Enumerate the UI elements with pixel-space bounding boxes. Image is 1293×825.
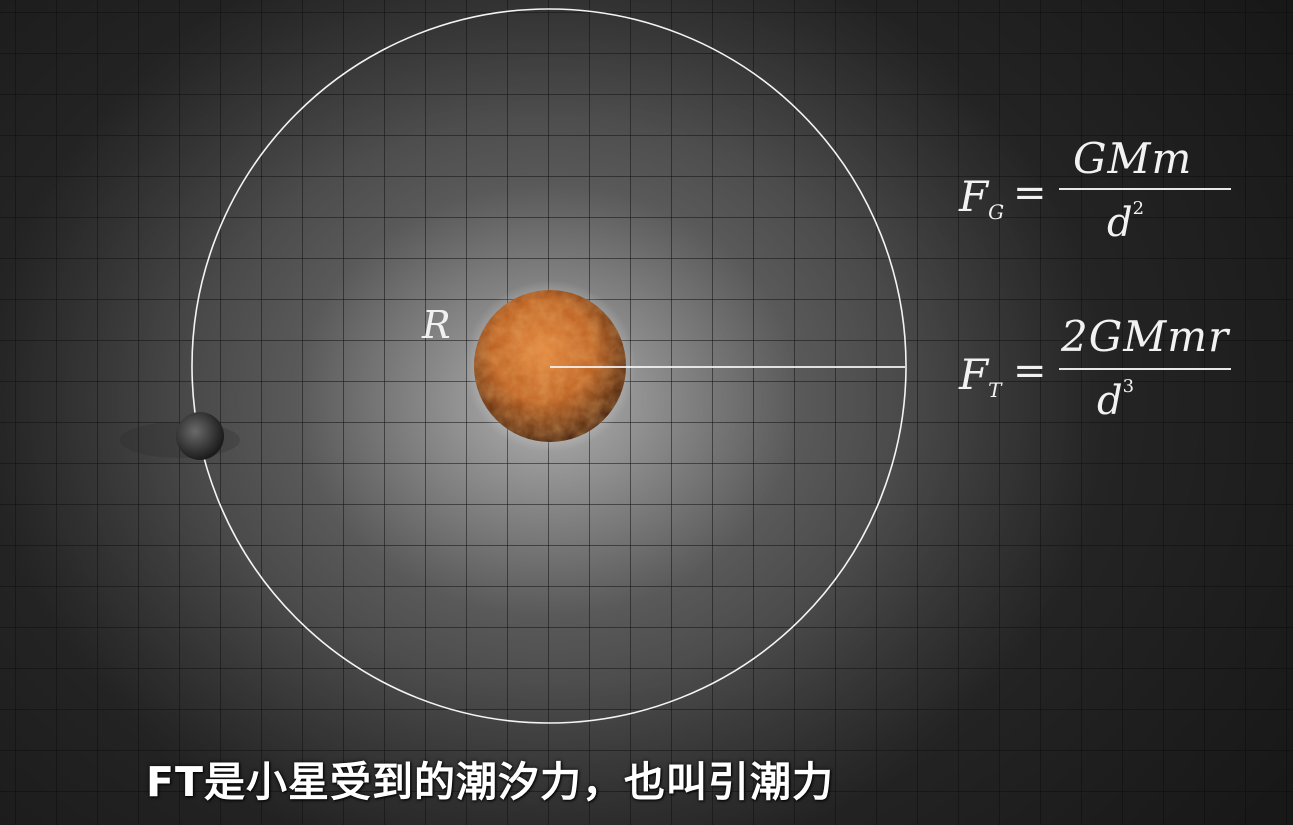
radius-label: R (422, 303, 451, 347)
gravity-equation-numerator: GMm (1073, 134, 1193, 183)
video-subtitle: FT是小星受到的潮汐力，也叫引潮力 (146, 758, 834, 806)
tidal-equation-lhs: FT (959, 350, 1002, 402)
gravity-equation-equals: = (1013, 170, 1047, 216)
tidal-equation-fraction-bar (1059, 368, 1231, 370)
orbit-circle (191, 8, 907, 724)
tidal-equation-numerator: 2GMmr (1061, 312, 1230, 361)
gravity-equation: FG = GMm d2 (955, 134, 1245, 260)
tidal-equation-equals: = (1013, 348, 1047, 394)
tidal-equation: FT = 2GMmr d3 (955, 312, 1245, 438)
gravity-equation-lhs: FG (959, 172, 1005, 224)
moon-icon (120, 412, 240, 460)
gravity-equation-denominator: d2 (1107, 198, 1145, 246)
tidal-equation-denominator: d3 (1097, 376, 1135, 424)
gravity-equation-fraction-bar (1059, 188, 1231, 190)
planet-icon (464, 280, 636, 452)
